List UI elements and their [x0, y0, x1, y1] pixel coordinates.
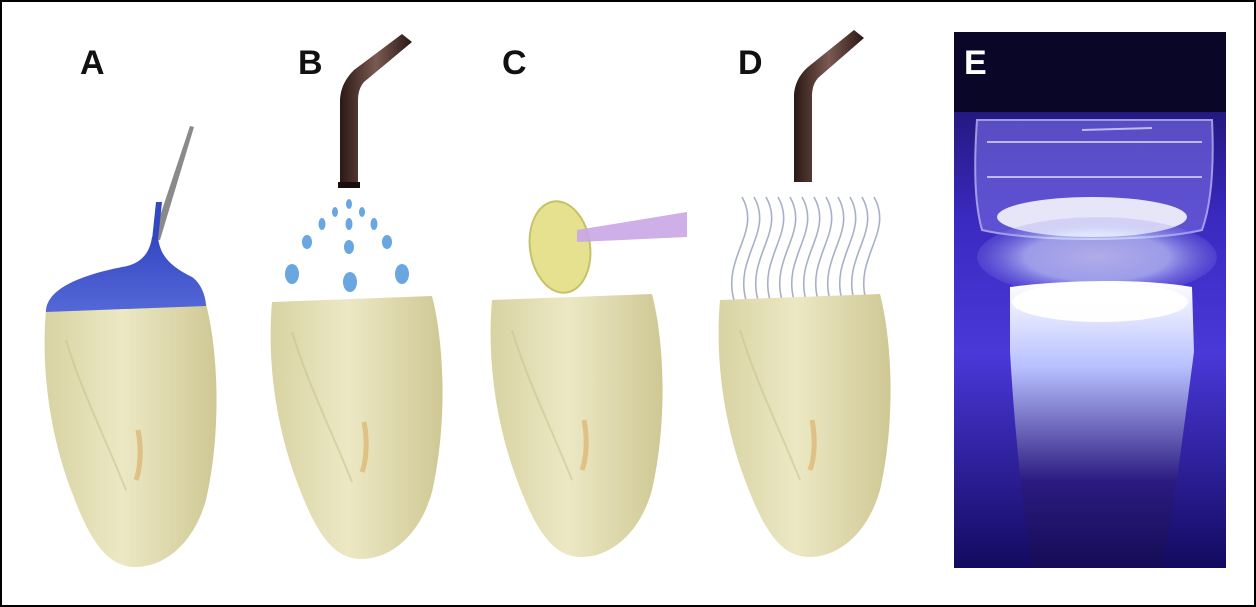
panel-a-illustration: [45, 126, 217, 567]
etching-gel: [46, 237, 206, 312]
tooth-b: [271, 296, 443, 559]
panel-label-a: A: [80, 46, 105, 80]
panel-c-illustration: [491, 197, 687, 557]
tooth-c: [491, 294, 663, 557]
panel-label-d: D: [738, 46, 763, 80]
panel-e-photo: [954, 32, 1226, 568]
panel-label-c: C: [502, 46, 527, 80]
panel-b-illustration: [271, 34, 443, 559]
tooth-d: [719, 294, 891, 557]
air-nozzle: [794, 30, 864, 182]
panel-label-e: E: [964, 46, 987, 80]
water-nozzle: [340, 34, 412, 187]
tooth-a: [45, 304, 217, 567]
panel-label-b: B: [298, 46, 323, 80]
illuminated-tooth: [1010, 281, 1194, 568]
brush-handle: [577, 212, 687, 242]
water-droplets: [285, 199, 409, 292]
bonding-brush-head: [524, 197, 596, 296]
air-stream: [732, 197, 880, 300]
panel-d-illustration: [719, 30, 891, 557]
